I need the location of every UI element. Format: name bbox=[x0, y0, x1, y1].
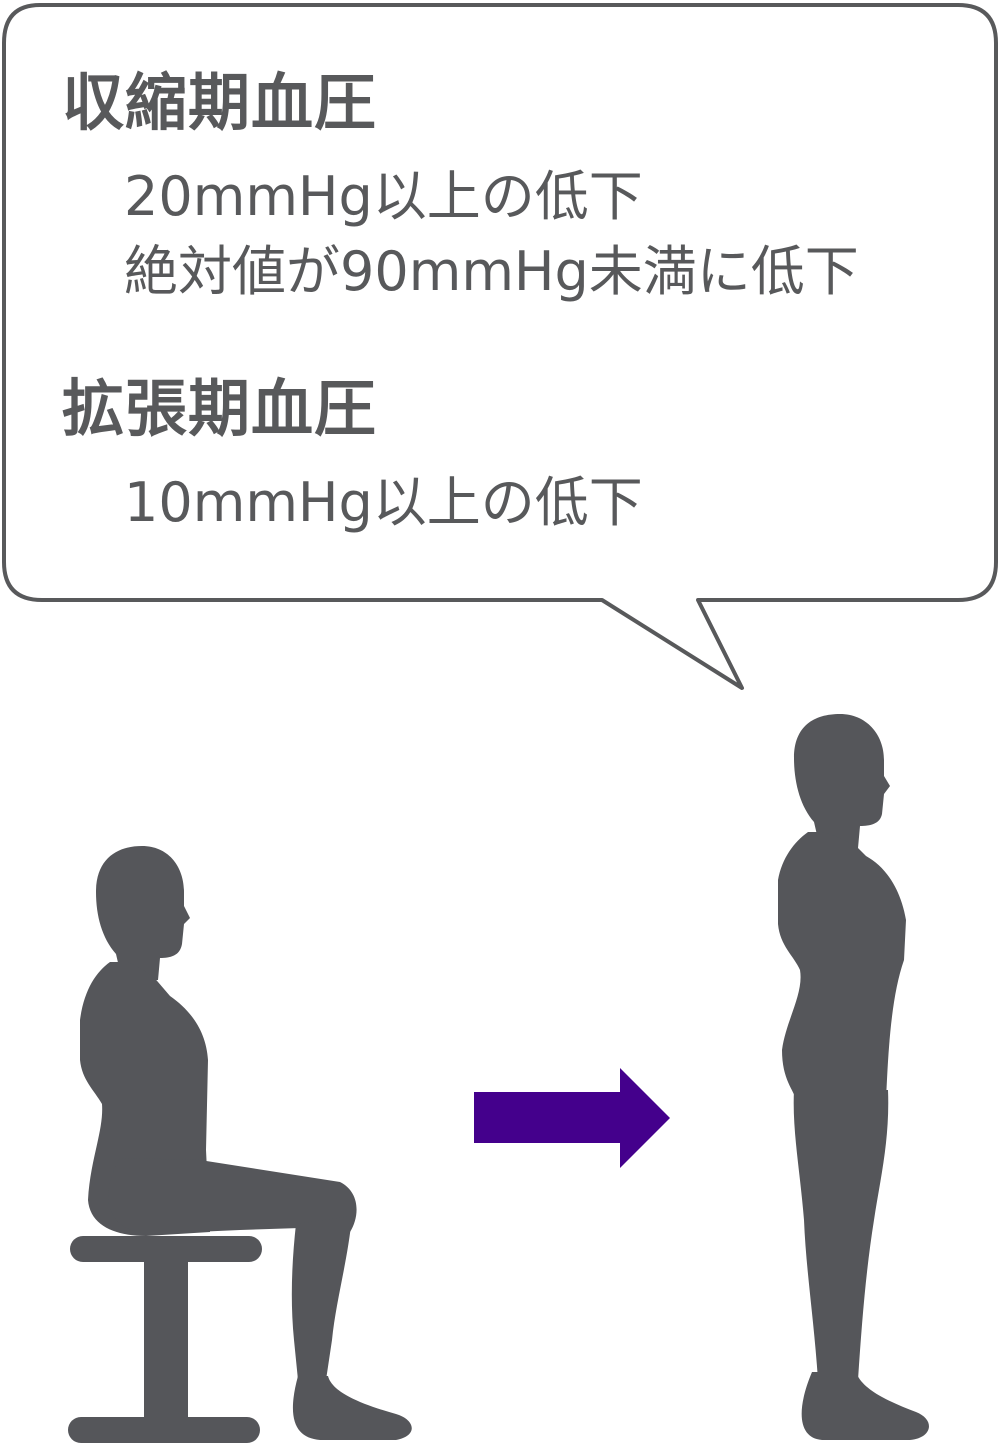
callout-text: 収縮期血圧 20mmHg以上の低下 絶対値が90mmHg未満に低下 拡張期血圧 … bbox=[0, 0, 1000, 700]
seated-foot bbox=[292, 1376, 412, 1440]
standing-legs bbox=[793, 1090, 889, 1380]
diastolic-heading: 拡張期血圧 bbox=[62, 372, 378, 445]
standing-foot bbox=[801, 1372, 929, 1440]
right-arrow-icon bbox=[474, 1068, 670, 1168]
seated-thigh bbox=[108, 1158, 357, 1234]
systolic-heading: 収縮期血圧 bbox=[62, 66, 378, 139]
stool-foot bbox=[68, 1417, 260, 1443]
stool-icon bbox=[68, 1236, 262, 1443]
standing-person-icon bbox=[778, 714, 929, 1440]
stool-leg bbox=[144, 1258, 188, 1422]
seated-head bbox=[96, 846, 190, 980]
speech-bubble bbox=[2, 3, 998, 690]
standing-torso bbox=[778, 832, 906, 1100]
stool-seat bbox=[70, 1236, 262, 1262]
diastolic-criterion-1: 10mmHg以上の低下 bbox=[124, 471, 643, 534]
systolic-criterion-2: 絶対値が90mmHg未満に低下 bbox=[124, 240, 859, 303]
seated-lower-leg bbox=[291, 1216, 352, 1380]
standing-head bbox=[794, 714, 890, 848]
seated-person-icon bbox=[80, 846, 412, 1440]
systolic-criterion-1: 20mmHg以上の低下 bbox=[124, 165, 643, 228]
